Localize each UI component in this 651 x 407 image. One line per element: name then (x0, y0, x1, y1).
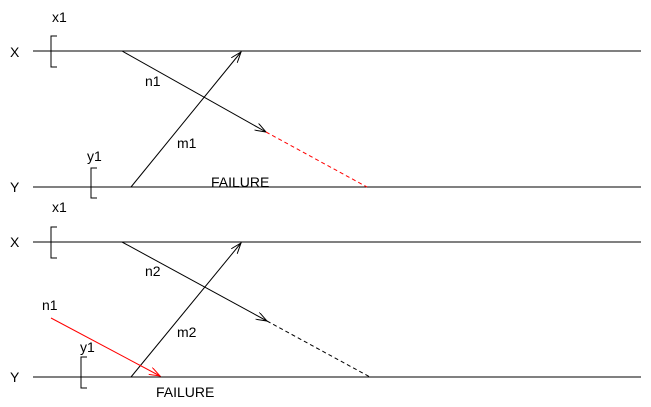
bottom-interval-y-label: y1 (80, 339, 95, 355)
top-message-n-label: n1 (145, 73, 161, 89)
top-interval-x-bracket (50, 35, 57, 68)
top-message-m-label: m1 (177, 135, 197, 151)
top-interval-y-label: y1 (87, 148, 102, 164)
bottom-lost-message-arrow (50, 317, 160, 376)
top-failure-label: FAILURE (211, 174, 269, 190)
top-timeline-y-label: Y (10, 179, 20, 195)
bottom-message-n-arrow (121, 241, 267, 321)
top-message-n-arrow (121, 50, 266, 132)
bottom-message-n-lost-segment (266, 320, 371, 378)
bottom-interval-x-bracket (50, 226, 57, 259)
top-timeline-x-label: X (10, 44, 20, 60)
top-interval-x-label: x1 (52, 9, 67, 25)
bottom-interval-x-label: x1 (52, 199, 67, 215)
bottom-message-m-label: m2 (177, 324, 197, 340)
top-message-m-arrow (130, 52, 241, 188)
bottom-interval-y-bracket (80, 356, 87, 389)
bottom-timeline-y-label: Y (10, 369, 20, 385)
bottom-failure-label: FAILURE (156, 384, 214, 400)
top-interval-y-bracket (90, 167, 97, 199)
bottom-lost-message-label: n1 (42, 297, 58, 313)
bottom-scenario: X Y x1 y1 n2 m2 n1 FAILURE (10, 199, 641, 400)
top-scenario: X Y x1 y1 n1 m1 FAILURE (10, 9, 641, 199)
top-message-n-lost-segment (265, 131, 368, 188)
bottom-message-n-label: n2 (145, 263, 161, 279)
bottom-timeline-x-label: X (10, 234, 20, 250)
bottom-message-m-arrow (130, 243, 241, 378)
